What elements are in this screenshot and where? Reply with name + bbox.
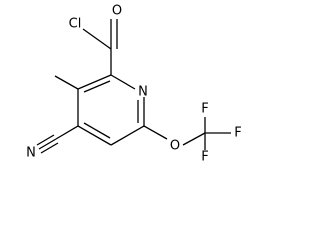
chemical-structure-diagram: Cl O N N O F F F xyxy=(26,4,242,165)
atom-ring-nitrogen: N xyxy=(138,85,148,100)
bond-c6-c5 xyxy=(110,125,145,146)
bond-c5-c4-1 xyxy=(77,125,112,146)
bond-c2-n1 xyxy=(110,74,136,90)
atom-nitrile-nitrogen: N xyxy=(26,146,36,161)
bond-c6-o xyxy=(143,125,168,140)
bonds xyxy=(36,19,231,154)
bond-cn-triple-1 xyxy=(38,138,57,150)
bond-c5-c4-2 xyxy=(83,122,111,139)
bond-cn-triple-2 xyxy=(36,134,55,146)
bond-o-cf3 xyxy=(182,132,206,146)
atom-fluorine-right: F xyxy=(234,126,241,141)
bond-c3-c2-2 xyxy=(83,80,111,93)
bond-c4-cn xyxy=(55,125,79,140)
atom-acyl-chlorine: Cl xyxy=(69,17,82,32)
atom-carbonyl-oxygen: O xyxy=(112,4,122,19)
bond-cn-triple-3 xyxy=(40,142,59,154)
atom-ether-oxygen: O xyxy=(170,139,180,154)
atom-fluorine-top: F xyxy=(201,102,208,117)
atom-fluorine-bottom: F xyxy=(201,150,208,165)
atom-labels: Cl O N N O F F F xyxy=(26,4,242,165)
bond-c3-methyl xyxy=(54,75,79,90)
bond-c3-c2-1 xyxy=(77,74,112,90)
bond-c7-cl xyxy=(82,28,112,50)
